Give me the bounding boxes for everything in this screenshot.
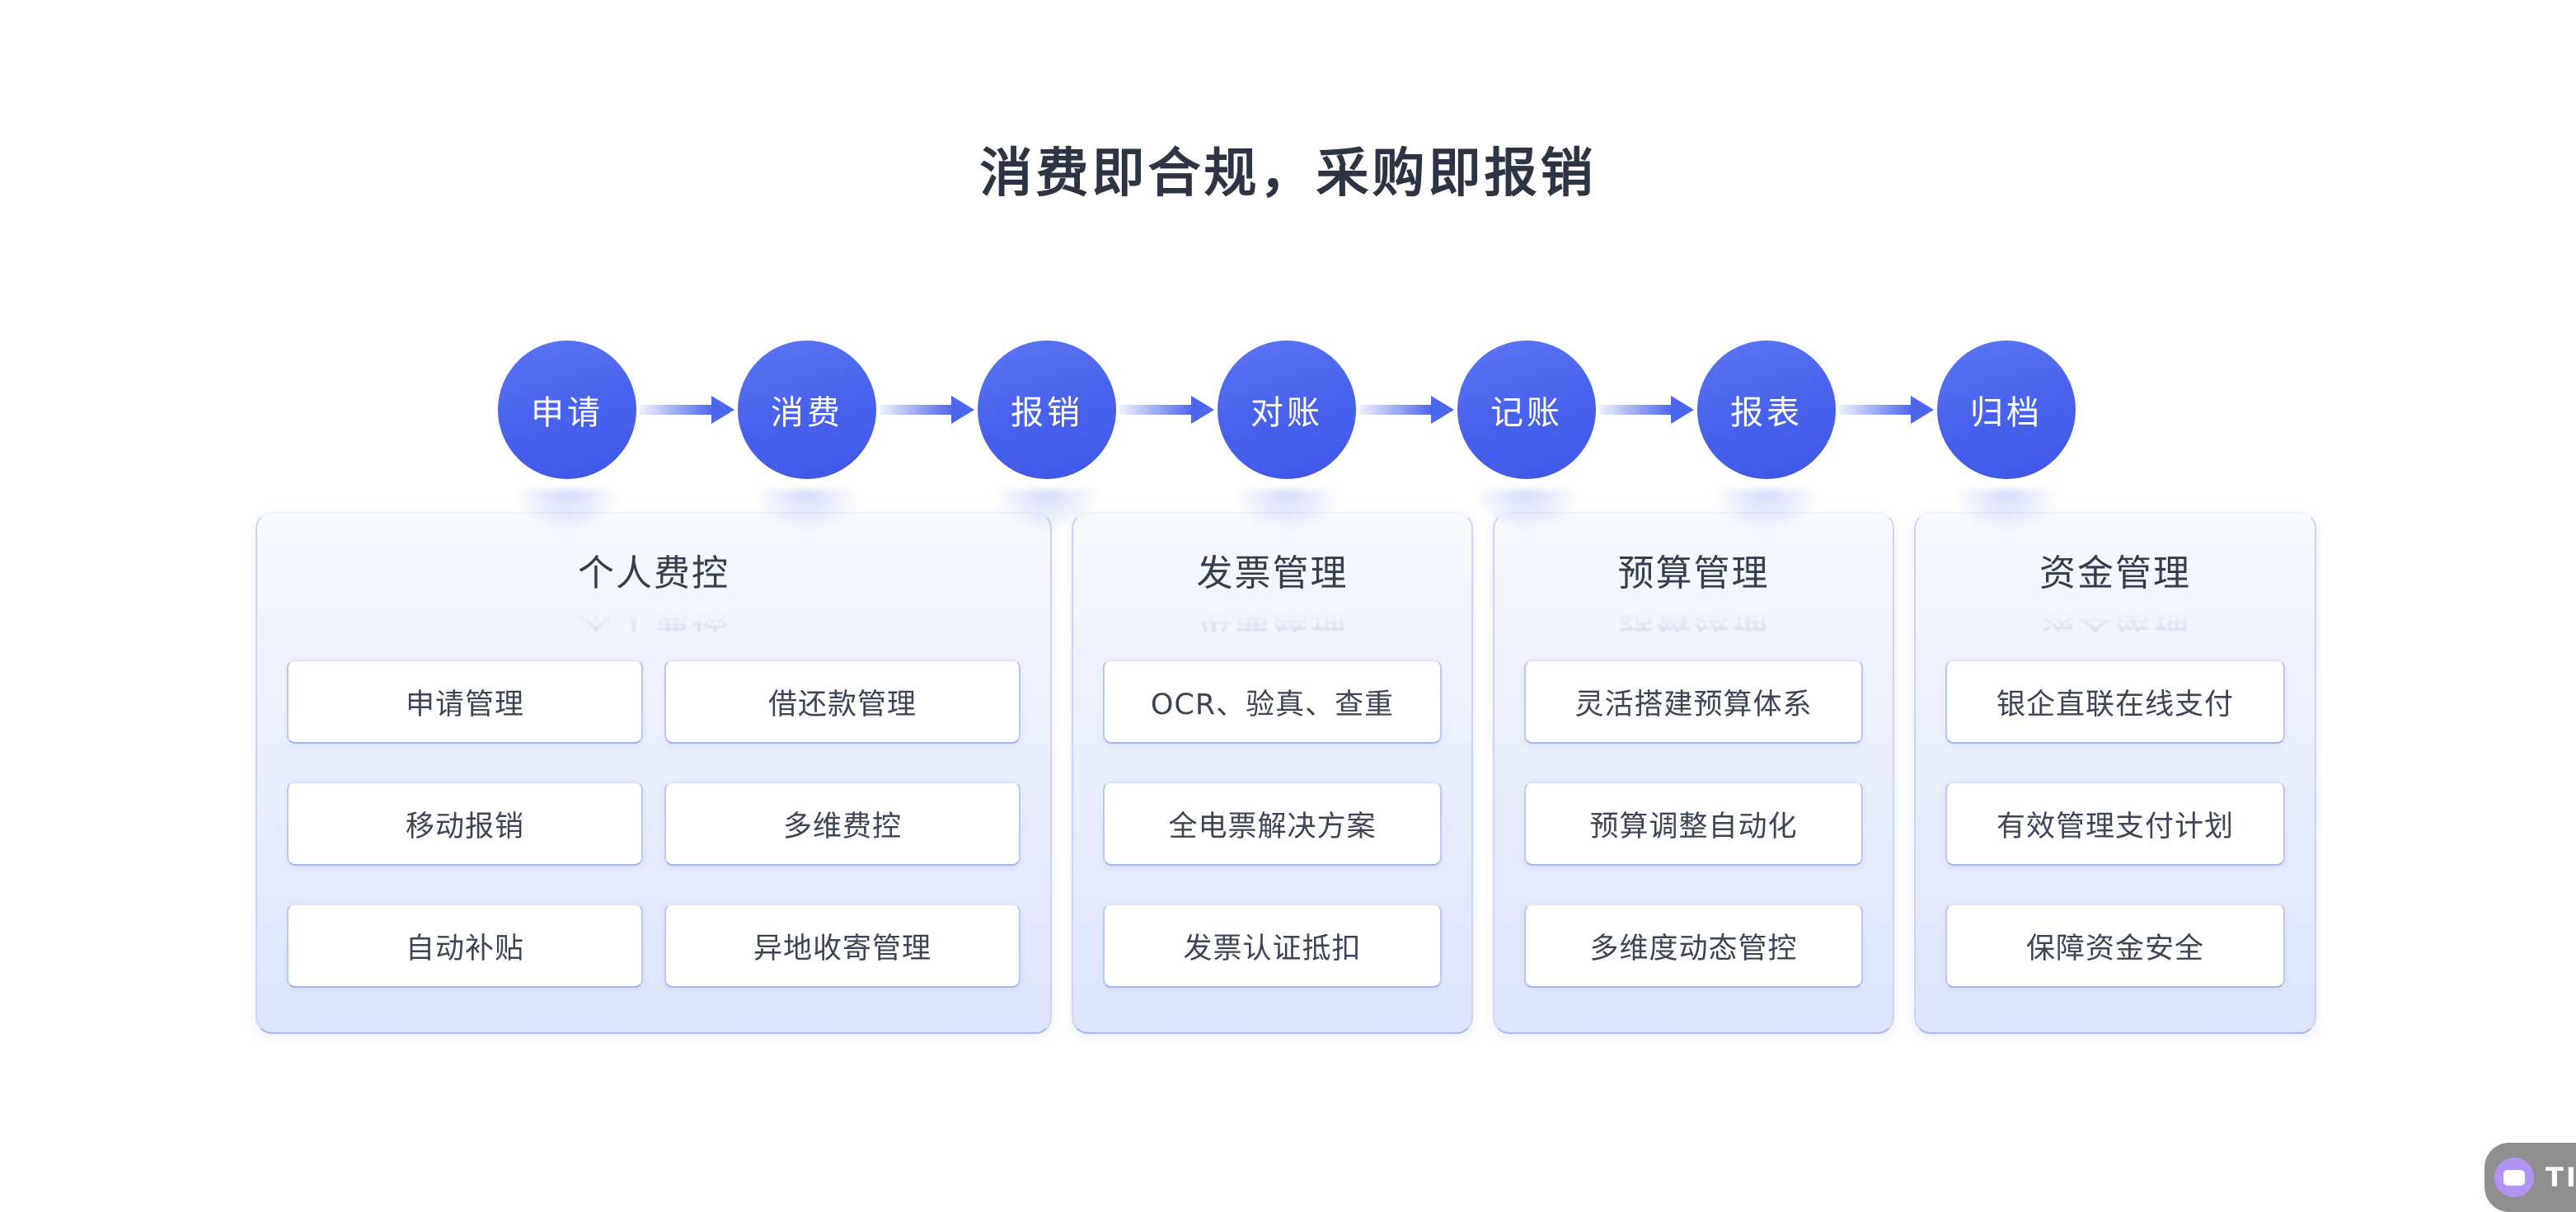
card-title-reflection: 资金管理: [2039, 593, 2191, 636]
card-title: 预算管理: [1617, 552, 1770, 594]
page-canvas: 消费即合规，采购即报销 申请 消费 报销 对账 记账 报表 归档 个人费控 个人…: [256, 143, 2576, 1212]
card-personal-expense: 个人费控 个人费控 申请管理 借还款管理 移动报销 多维费控 自动补贴 异地收寄…: [256, 512, 1052, 1034]
card-row: 自动补贴 异地收寄管理: [287, 904, 1021, 988]
card-invoice-mgmt: 发票管理 发票管理 OCR、验真、查重 全电票解决方案 发票认证抵扣: [1072, 512, 1473, 1034]
arrow-right-icon: [880, 396, 974, 424]
arrow-right-icon: [640, 396, 734, 424]
flow-step-report: 报表: [1697, 341, 1836, 479]
watermark-avatar: [2494, 1158, 2534, 1197]
card-row: OCR、验真、查重: [1103, 660, 1442, 744]
card-row: 移动报销 多维费控: [287, 782, 1021, 866]
card-title: 个人费控: [578, 552, 730, 594]
card-title: 资金管理: [2039, 552, 2191, 594]
page-title: 消费即合规，采购即报销: [979, 143, 1597, 204]
card-budget-mgmt: 预算管理 预算管理 灵活搭建预算体系 预算调整自动化 多维度动态管控: [1493, 512, 1894, 1034]
feature-button-budget-auto-adjust[interactable]: 预算调整自动化: [1524, 782, 1863, 866]
card-row: 保障资金安全: [1945, 904, 2285, 988]
card-body: 银企直联在线支付 有效管理支付计划 保障资金安全: [1945, 660, 2285, 988]
feature-button-ocr-verify[interactable]: OCR、验真、查重: [1103, 660, 1442, 744]
feature-button-remote-mail-mgmt[interactable]: 异地收寄管理: [664, 904, 1021, 988]
flow-step-bookkeep: 记账: [1457, 341, 1596, 479]
card-title: 发票管理: [1196, 552, 1349, 594]
arrow-right-icon: [1599, 396, 1694, 424]
feature-button-apply-mgmt[interactable]: 申请管理: [287, 660, 643, 744]
feature-button-fund-safety[interactable]: 保障资金安全: [1945, 904, 2285, 988]
card-fund-mgmt: 资金管理 资金管理 银企直联在线支付 有效管理支付计划 保障资金安全: [1914, 512, 2316, 1034]
feature-button-bank-direct-pay[interactable]: 银企直联在线支付: [1945, 660, 2285, 744]
feature-button-mobile-reimburse[interactable]: 移动报销: [287, 782, 643, 866]
arrow-right-icon: [1119, 396, 1214, 424]
feature-button-invoice-deduction[interactable]: 发票认证抵扣: [1103, 904, 1442, 988]
flow-step-reimburse: 报销: [978, 341, 1116, 479]
feature-button-multi-dim-control[interactable]: 多维费控: [664, 782, 1021, 866]
feature-button-loan-mgmt[interactable]: 借还款管理: [664, 660, 1021, 744]
flow-step-apply: 申请: [498, 341, 636, 479]
feature-button-dynamic-control[interactable]: 多维度动态管控: [1524, 904, 1863, 988]
arrow-right-icon: [1359, 396, 1454, 424]
feature-button-payment-plan[interactable]: 有效管理支付计划: [1945, 782, 2285, 866]
flow-step-archive: 归档: [1937, 341, 2076, 479]
card-body: 申请管理 借还款管理 移动报销 多维费控 自动补贴 异地收寄管理: [287, 660, 1021, 988]
watermark-badge: TIN: [2485, 1143, 2576, 1212]
arrow-right-icon: [1839, 396, 1934, 424]
feature-button-budget-system[interactable]: 灵活搭建预算体系: [1524, 660, 1863, 744]
card-body: OCR、验真、查重 全电票解决方案 发票认证抵扣: [1103, 660, 1442, 988]
card-row: 发票认证抵扣: [1103, 904, 1442, 988]
watermark-icon: [2503, 1169, 2525, 1186]
card-title-reflection: 发票管理: [1196, 593, 1349, 636]
card-title-reflection: 个人费控: [578, 593, 730, 636]
card-row: 多维度动态管控: [1524, 904, 1863, 988]
flow-step-consume: 消费: [738, 341, 876, 479]
watermark-text: TIN: [2546, 1162, 2576, 1193]
flow-step-reconcile: 对账: [1218, 341, 1356, 479]
card-title-reflection: 预算管理: [1617, 593, 1770, 636]
card-row: 银企直联在线支付: [1945, 660, 2285, 744]
card-row: 有效管理支付计划: [1945, 782, 2285, 866]
card-row: 申请管理 借还款管理: [287, 660, 1021, 744]
card-row: 全电票解决方案: [1103, 782, 1442, 866]
feature-button-auto-subsidy[interactable]: 自动补贴: [287, 904, 643, 988]
feature-button-e-invoice-solution[interactable]: 全电票解决方案: [1103, 782, 1442, 866]
card-row: 预算调整自动化: [1524, 782, 1863, 866]
card-row: 灵活搭建预算体系: [1524, 660, 1863, 744]
card-body: 灵活搭建预算体系 预算调整自动化 多维度动态管控: [1524, 660, 1863, 988]
